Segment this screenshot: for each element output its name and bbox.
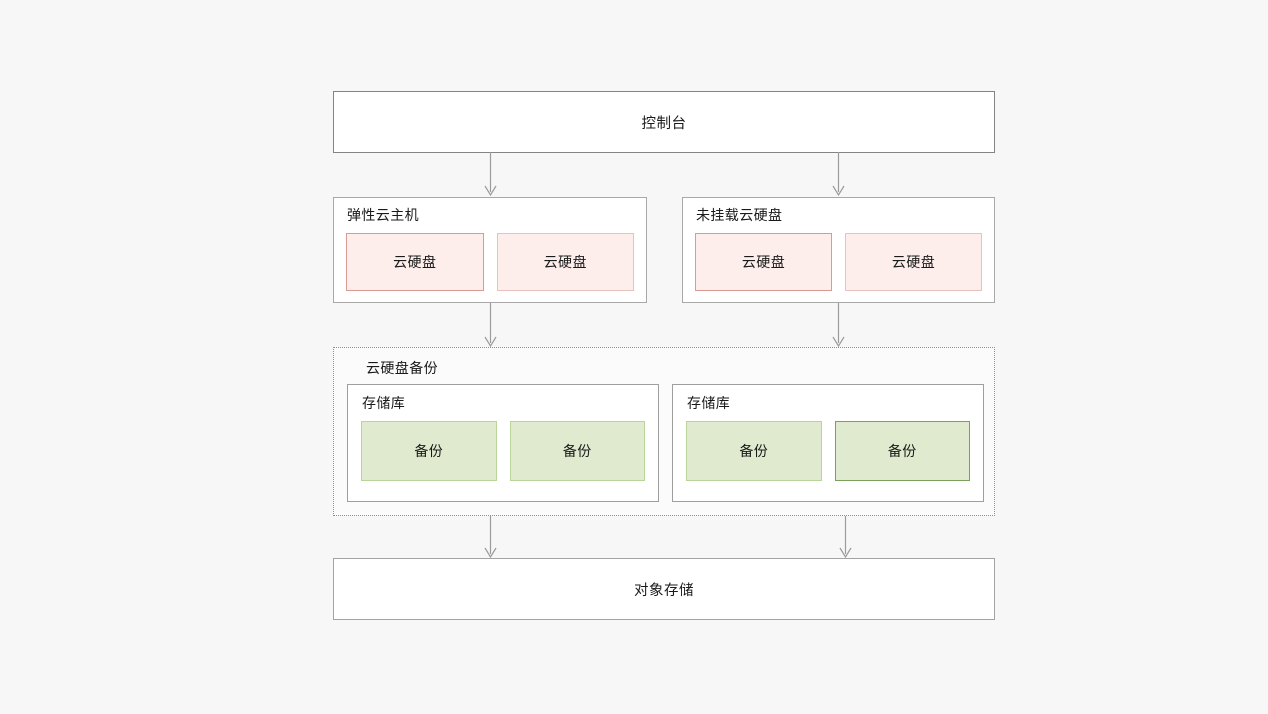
unmounted-disk-group-label: 未挂载云硬盘 — [696, 208, 783, 224]
unmounted-disk-1-label: 云硬盘 — [741, 255, 786, 271]
vault-1[interactable]: 存储库 备份 备份 — [347, 384, 659, 502]
arrow-ecs-to-backup — [484, 303, 497, 348]
unmounted-disk-group[interactable]: 未挂载云硬盘 云硬盘 云硬盘 — [682, 197, 995, 303]
vault-1-label: 存储库 — [362, 396, 406, 412]
disk-backup-label: 云硬盘备份 — [366, 361, 438, 377]
arrow-console-to-unmounted — [832, 152, 845, 197]
ecs-group[interactable]: 弹性云主机 云硬盘 云硬盘 — [333, 197, 647, 303]
unmounted-disk-1[interactable]: 云硬盘 — [695, 233, 832, 291]
vault-1-backup-row: 备份 备份 — [361, 421, 645, 481]
vault-1-backup-1[interactable]: 备份 — [361, 421, 497, 481]
ecs-disk-2-label: 云硬盘 — [543, 255, 587, 271]
console-label: 控制台 — [641, 115, 687, 132]
unmounted-disk-2[interactable]: 云硬盘 — [845, 233, 982, 291]
vault-2-backup-2-label: 备份 — [887, 444, 917, 460]
ecs-disk-2[interactable]: 云硬盘 — [496, 233, 634, 291]
vault-2-backup-2[interactable]: 备份 — [834, 421, 970, 481]
vault-2-backup-1[interactable]: 备份 — [686, 421, 822, 481]
ecs-disk-1-label: 云硬盘 — [393, 255, 437, 271]
ecs-disk-1[interactable]: 云硬盘 — [346, 233, 484, 291]
console-box[interactable]: 控制台 — [333, 91, 995, 153]
ecs-disk-row: 云硬盘 云硬盘 — [346, 233, 634, 291]
vault-2-backup-1-label: 备份 — [739, 444, 769, 460]
disk-backup-container[interactable]: 云硬盘备份 存储库 备份 备份 存储库 备份 备份 — [333, 347, 995, 516]
unmounted-disk-row: 云硬盘 云硬盘 — [695, 233, 982, 291]
vault-1-backup-2-label: 备份 — [562, 444, 592, 460]
vault-2-label: 存储库 — [687, 396, 731, 412]
ecs-group-label: 弹性云主机 — [347, 208, 419, 224]
vault-2-backup-row: 备份 备份 — [686, 421, 970, 481]
vault-1-backup-2[interactable]: 备份 — [509, 421, 645, 481]
arrow-backup-to-object-storage-left — [484, 516, 497, 559]
arrow-unmounted-to-backup — [832, 303, 845, 348]
vault-2[interactable]: 存储库 备份 备份 — [672, 384, 984, 502]
vault-1-backup-1-label: 备份 — [414, 444, 444, 460]
object-storage-label: 对象存储 — [634, 582, 694, 599]
arrow-backup-to-object-storage-right — [839, 516, 852, 559]
unmounted-disk-2-label: 云硬盘 — [891, 255, 936, 271]
arrow-console-to-ecs — [484, 152, 497, 197]
object-storage-box[interactable]: 对象存储 — [333, 558, 995, 620]
